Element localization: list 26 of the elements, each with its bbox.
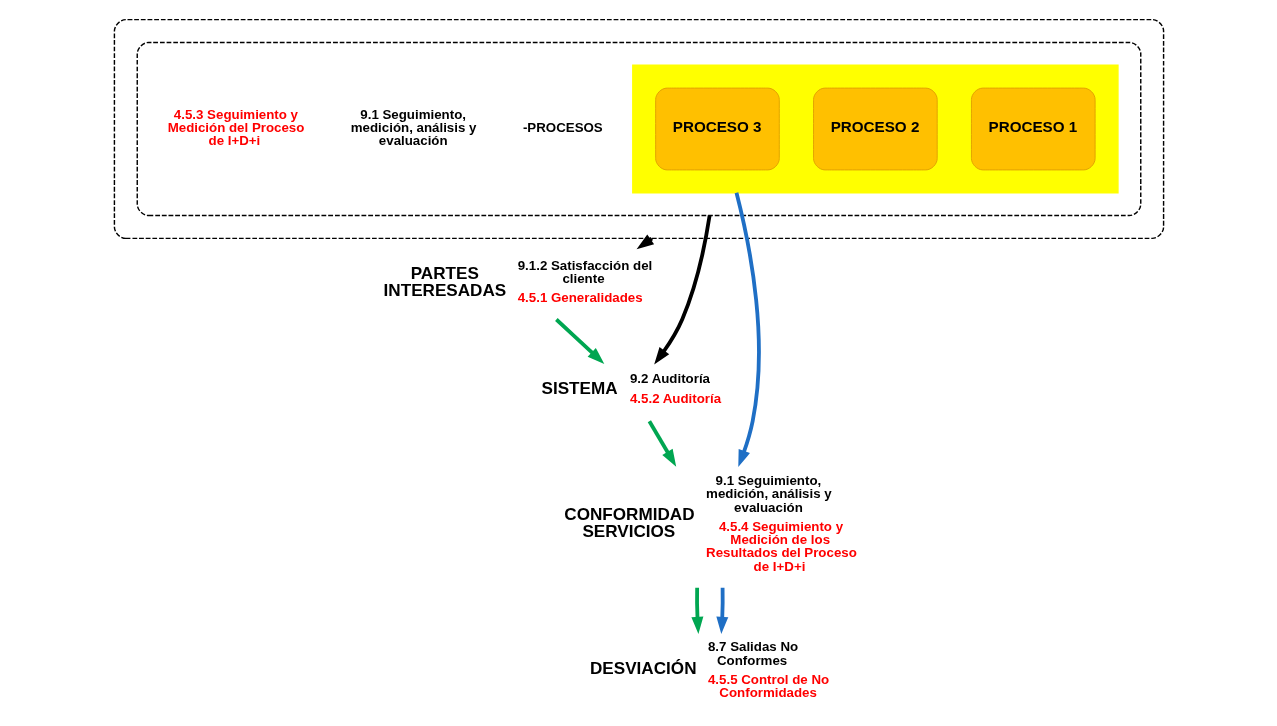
- node-label: 4.5.4 Seguimiento y Medición de los Resultados del Proceso de I+D+i: [705, 518, 857, 574]
- node-box: PROCESO 2: [812, 87, 938, 171]
- node-label: 9.1.2 Satisfacción del cliente: [517, 257, 652, 286]
- arrow: [715, 587, 728, 634]
- node-text: SISTEMA: [541, 378, 618, 398]
- node-text: DESVIACIÓN: [589, 659, 696, 679]
- node-box: PROCESO 1: [970, 87, 1096, 171]
- label: 4.5.3 Seguimiento y Medición del Proceso de I+D+i: [167, 106, 304, 149]
- arrow: [647, 420, 676, 467]
- node-box: PROCESO 3: [654, 87, 780, 171]
- node-text: PARTES INTERESADAS: [383, 263, 506, 300]
- node-label: 8.7 Salidas No Conformes: [707, 639, 798, 668]
- node-label: 4.5.2 Auditoría: [629, 391, 721, 407]
- arrow: [734, 192, 761, 468]
- arrow: [653, 215, 711, 365]
- node-text: CONFORMIDAD SERVICIOS: [563, 505, 695, 542]
- arrow: [554, 318, 604, 365]
- cluster: [136, 41, 1141, 217]
- node-label: 4.5.5 Control de No Conformidades: [707, 671, 829, 701]
- arrow: [690, 587, 703, 634]
- cluster: [631, 64, 1119, 194]
- label: 9.1 Seguimiento, medición, análisis y evaluación: [350, 106, 476, 149]
- node-label: 9.1 Seguimiento, medición, análisis y evaluación: [705, 472, 832, 515]
- node-label: 9.2 Auditoría: [629, 371, 710, 387]
- node-label: 4.5.1 Generalidades: [517, 289, 643, 305]
- label: -PROCESOS: [522, 119, 603, 135]
